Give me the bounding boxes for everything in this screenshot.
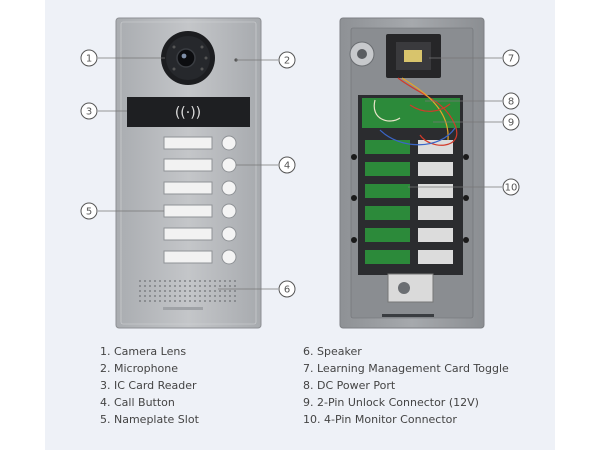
ic-card-reader-icon: ((·)) [127,97,250,127]
legend-item-ic-card-reader: 3. IC Card Reader [100,379,197,392]
legend-item-camera-lens: 1. Camera Lens [100,345,187,358]
callout-2: 2 [278,51,296,69]
svg-text:1: 1 [86,54,92,65]
call-buttons [221,135,237,265]
front-panel: ((·)) [115,17,262,329]
nameplate-slots [163,136,213,264]
svg-text:8: 8 [508,97,514,108]
button-boards [365,140,453,264]
speaker-grille-icon [139,280,236,302]
legend-item-card-toggle: 7. Learning Management Card Toggle [303,362,509,375]
callout-lines [98,57,502,290]
callout-10: 10 [502,178,520,196]
callout-7: 7 [502,49,520,67]
callout-8: 8 [502,92,520,110]
legend-item-monitor-connector: 10. 4-Pin Monitor Connector [303,413,457,426]
svg-text:4: 4 [284,161,290,172]
legend-left: 1. Camera Lens 2. Microphone 3. IC Card … [100,343,199,428]
svg-text:9: 9 [508,118,514,129]
legend-item-speaker: 6. Speaker [303,345,362,358]
svg-text:2: 2 [284,56,290,67]
card-toggle-pcb [349,34,441,78]
legend-item-call-button: 4. Call Button [100,396,175,409]
callout-9: 9 [502,113,520,131]
main-pcb [362,98,460,128]
svg-text:6: 6 [284,285,290,296]
callout-3: 3 [80,102,98,120]
svg-text:((·)): ((·)) [175,105,201,121]
wires [373,77,458,146]
svg-text:10: 10 [505,183,518,194]
callout-5: 5 [80,202,98,220]
bottom-connector [382,273,434,317]
callout-4: 4 [278,156,296,174]
legend-right: 6. Speaker 7. Learning Management Card T… [303,343,509,428]
callout-badges: 1 2 3 4 5 6 7 [80,49,520,298]
legend-item-unlock-connector: 9. 2-Pin Unlock Connector (12V) [303,396,479,409]
callout-1: 1 [80,49,98,67]
brand-plate [163,307,203,310]
svg-text:3: 3 [86,107,92,118]
camera-lens-icon [161,31,215,85]
svg-text:5: 5 [86,207,92,218]
back-panel [339,17,485,329]
screws [351,154,469,243]
legend-item-microphone: 2. Microphone [100,362,179,375]
callout-6: 6 [278,280,296,298]
svg-text:7: 7 [508,54,514,65]
legend-item-dc-power-port: 8. DC Power Port [303,379,396,392]
legend-item-nameplate-slot: 5. Nameplate Slot [100,413,199,426]
